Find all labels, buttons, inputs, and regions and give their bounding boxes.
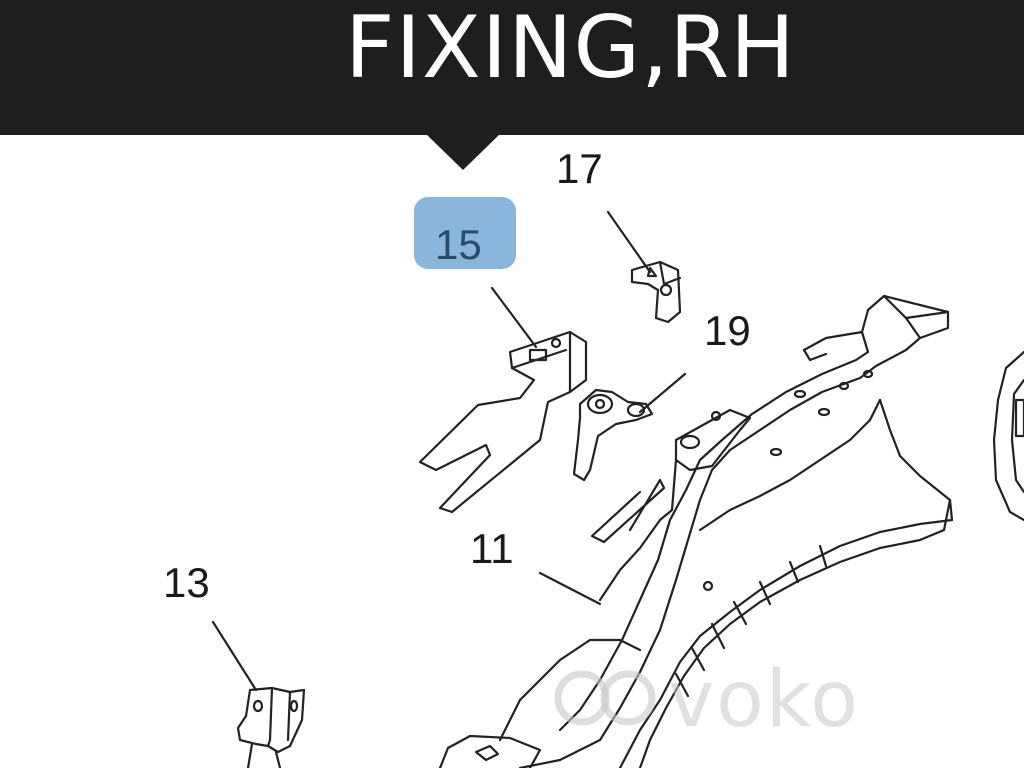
leader-line-11 xyxy=(538,571,602,606)
leader-line-13 xyxy=(211,620,258,692)
part-19-bush xyxy=(572,388,654,482)
watermark-text: voko xyxy=(668,655,860,745)
callout-highlight xyxy=(414,197,516,269)
part-17-clip xyxy=(630,260,682,324)
callout-13: 13 xyxy=(163,559,210,606)
title-banner: FIXING,RH xyxy=(0,0,1024,135)
callout-11: 11 xyxy=(470,525,514,572)
watermark-logo-icon xyxy=(554,670,656,726)
callout-15: 15 xyxy=(435,221,482,268)
leader-line-15 xyxy=(490,286,538,349)
banner-pointer xyxy=(426,134,500,170)
callout-17: 17 xyxy=(556,145,603,192)
part-title: FIXING,RH xyxy=(345,0,796,98)
part-15-bracket xyxy=(418,330,588,514)
part-13-bracket xyxy=(236,686,306,768)
right-edge-part xyxy=(992,350,1024,522)
callout-19: 19 xyxy=(704,307,751,354)
part-11-side-member xyxy=(438,294,954,768)
leader-line-17 xyxy=(606,210,652,274)
